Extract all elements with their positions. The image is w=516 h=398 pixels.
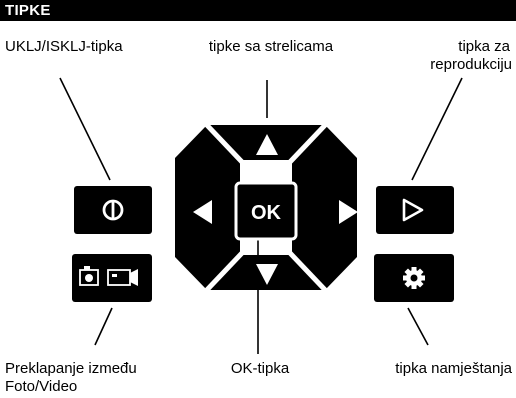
section-header: TIPKE <box>0 0 516 21</box>
camera-icon <box>79 266 99 286</box>
settings-leader-line <box>407 307 429 346</box>
arrow-up-icon <box>256 134 278 155</box>
settings-button[interactable] <box>374 254 454 302</box>
settings-button-label: tipka namještanja <box>395 360 512 377</box>
ok-button-text: OK <box>251 202 282 224</box>
arrow-down-icon <box>256 264 278 285</box>
playback-button[interactable] <box>376 186 454 234</box>
play-icon <box>402 198 424 222</box>
arrow-up-button[interactable] <box>207 125 325 160</box>
mode-leader-line <box>94 307 113 346</box>
gear-icon <box>403 267 425 289</box>
power-icon <box>102 199 124 221</box>
section-title: TIPKE <box>5 2 51 19</box>
mode-switch-label-line1: Preklapanje između <box>5 360 137 377</box>
dpad-separators <box>202 120 330 295</box>
dpad: OK <box>175 120 358 295</box>
arrow-left-button[interactable] <box>175 125 240 290</box>
leader-lines <box>59 77 463 354</box>
arrow-down-button[interactable] <box>207 255 325 290</box>
ok-button-label: OK-tipka <box>230 360 290 377</box>
playback-button-label-line2: reprodukciju <box>430 56 512 73</box>
arrow-right-button[interactable] <box>292 125 358 290</box>
power-button-label: UKLJ/ISKLJ-tipka <box>5 38 123 55</box>
arrow-left-icon <box>193 200 212 224</box>
mode-switch-button[interactable] <box>72 254 152 302</box>
power-button[interactable] <box>74 186 152 234</box>
playback-button-label-line1: tipka za <box>458 38 510 55</box>
video-camera-icon <box>107 269 138 286</box>
mode-switch-label-line2: Foto/Video <box>5 378 78 395</box>
playback-leader-line <box>411 77 463 181</box>
ok-button[interactable]: OK <box>234 181 298 241</box>
power-leader-line <box>59 77 111 181</box>
arrow-keys-label: tipke sa strelicama <box>208 38 334 55</box>
arrow-right-icon <box>339 200 358 224</box>
